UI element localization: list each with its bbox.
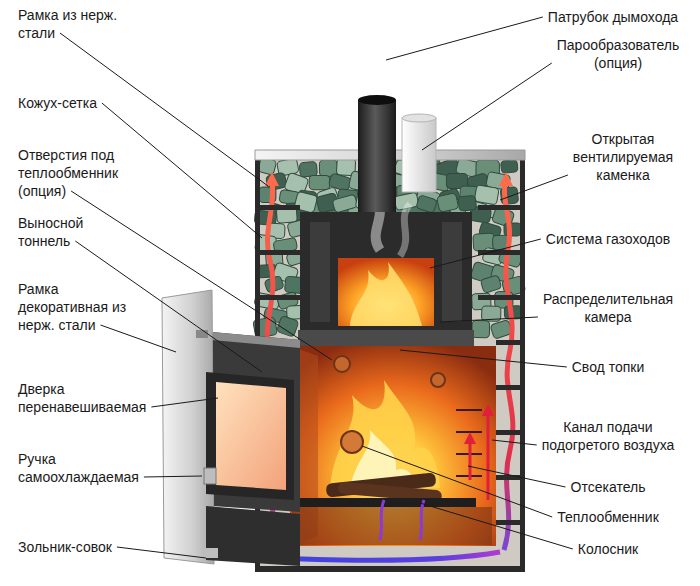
warm-air-arrow xyxy=(487,412,490,500)
stone xyxy=(416,195,437,214)
part-label: Отверстия под теплообменник (опция) xyxy=(18,146,133,200)
mesh-bar xyxy=(478,295,525,300)
part-label: Зольник-совок xyxy=(18,538,150,556)
leader-line xyxy=(400,350,567,367)
part-label: Распределительная камера xyxy=(528,290,688,326)
gas-duct-system xyxy=(300,212,472,332)
part-label: Колосник xyxy=(528,540,688,558)
leader-line xyxy=(420,503,573,549)
steam-generator xyxy=(402,118,436,192)
part-label: Парообразователь (опция) xyxy=(548,36,688,72)
mesh-bar xyxy=(478,205,525,210)
door-handle xyxy=(204,468,216,484)
part-label: Дверка перенавешиваемая xyxy=(18,380,158,416)
part-label: Система газоходов xyxy=(528,230,688,248)
leader-line xyxy=(430,239,541,268)
leader-line xyxy=(362,446,552,517)
part-label: Открытая вентилируемая каменка xyxy=(558,130,688,184)
leader-line xyxy=(440,317,538,322)
arrow-head xyxy=(499,172,513,186)
air-flow xyxy=(420,500,424,540)
mesh-bar xyxy=(255,250,300,255)
mesh-base xyxy=(255,566,525,572)
heat-exchanger-hole xyxy=(334,356,350,372)
leader-line xyxy=(492,440,537,445)
arrow-head xyxy=(464,432,476,444)
heat-exchanger-hole xyxy=(431,373,445,387)
leader-line xyxy=(102,103,262,238)
part-label: Рамка декоративная из нерж. стали xyxy=(18,280,128,334)
mesh-bar xyxy=(496,520,525,525)
leader-line xyxy=(422,63,552,150)
stone xyxy=(490,319,513,339)
arrow-head xyxy=(482,404,494,416)
part-label: Канал подачи подогретого воздуха xyxy=(528,418,688,454)
ash-pan xyxy=(206,506,300,566)
steam-generator-top xyxy=(402,114,436,122)
mesh-bar xyxy=(496,385,525,390)
ash-pan-handle xyxy=(204,548,218,558)
leader-line xyxy=(151,398,218,407)
mesh-bar xyxy=(255,205,300,210)
flame xyxy=(350,262,422,326)
stone xyxy=(437,193,459,213)
arrow-head xyxy=(265,172,279,186)
cutter-bar xyxy=(456,431,482,433)
part-label: Ручка самоохлаждаемая xyxy=(18,450,150,486)
leader-line xyxy=(386,17,543,60)
mesh-bar xyxy=(255,295,300,300)
stone xyxy=(299,162,317,178)
logo-plate xyxy=(196,330,208,338)
door-glass xyxy=(216,382,286,490)
mesh-post xyxy=(520,150,525,572)
flame-window xyxy=(338,258,434,326)
stone xyxy=(294,191,318,213)
gas-duct xyxy=(442,222,462,322)
fire-flame xyxy=(330,380,440,488)
mesh-bar xyxy=(478,250,525,255)
stone xyxy=(501,159,519,173)
warm-air-arrow xyxy=(469,440,472,480)
stone xyxy=(458,195,477,211)
smoke xyxy=(400,204,410,256)
firebox-vault xyxy=(298,330,474,346)
grate xyxy=(300,498,476,507)
stone xyxy=(480,275,502,294)
firebox xyxy=(290,346,496,546)
leader-line xyxy=(468,466,566,487)
door xyxy=(206,372,294,500)
leader-line xyxy=(144,476,202,477)
ash-space xyxy=(292,507,492,545)
part-label: Патрубок дымохода xyxy=(538,8,688,26)
part-label: Теплообменник xyxy=(528,508,688,526)
leader-line xyxy=(101,325,177,352)
air-flow xyxy=(380,500,384,540)
mesh-bar xyxy=(496,340,525,345)
stone xyxy=(332,194,358,213)
leader-line xyxy=(117,547,206,558)
leader-line xyxy=(500,175,568,200)
mesh-bar xyxy=(496,430,525,435)
heat-exchanger-hole xyxy=(341,431,363,453)
part-label: Кожух-сетка xyxy=(18,94,138,112)
stone xyxy=(309,175,330,189)
part-label: Свод топки xyxy=(528,358,688,376)
chimney-pipe xyxy=(358,100,396,212)
gas-duct xyxy=(310,222,330,322)
cutter-bar xyxy=(456,409,482,411)
part-label: Отсекатель xyxy=(528,478,688,496)
part-label: Выносной тоннель xyxy=(18,214,118,250)
part-label: Рамка из нерж. стали xyxy=(18,6,138,42)
stone xyxy=(472,320,490,337)
chimney-opening xyxy=(358,95,396,105)
air-flow xyxy=(504,180,513,550)
leader-line xyxy=(71,191,332,360)
